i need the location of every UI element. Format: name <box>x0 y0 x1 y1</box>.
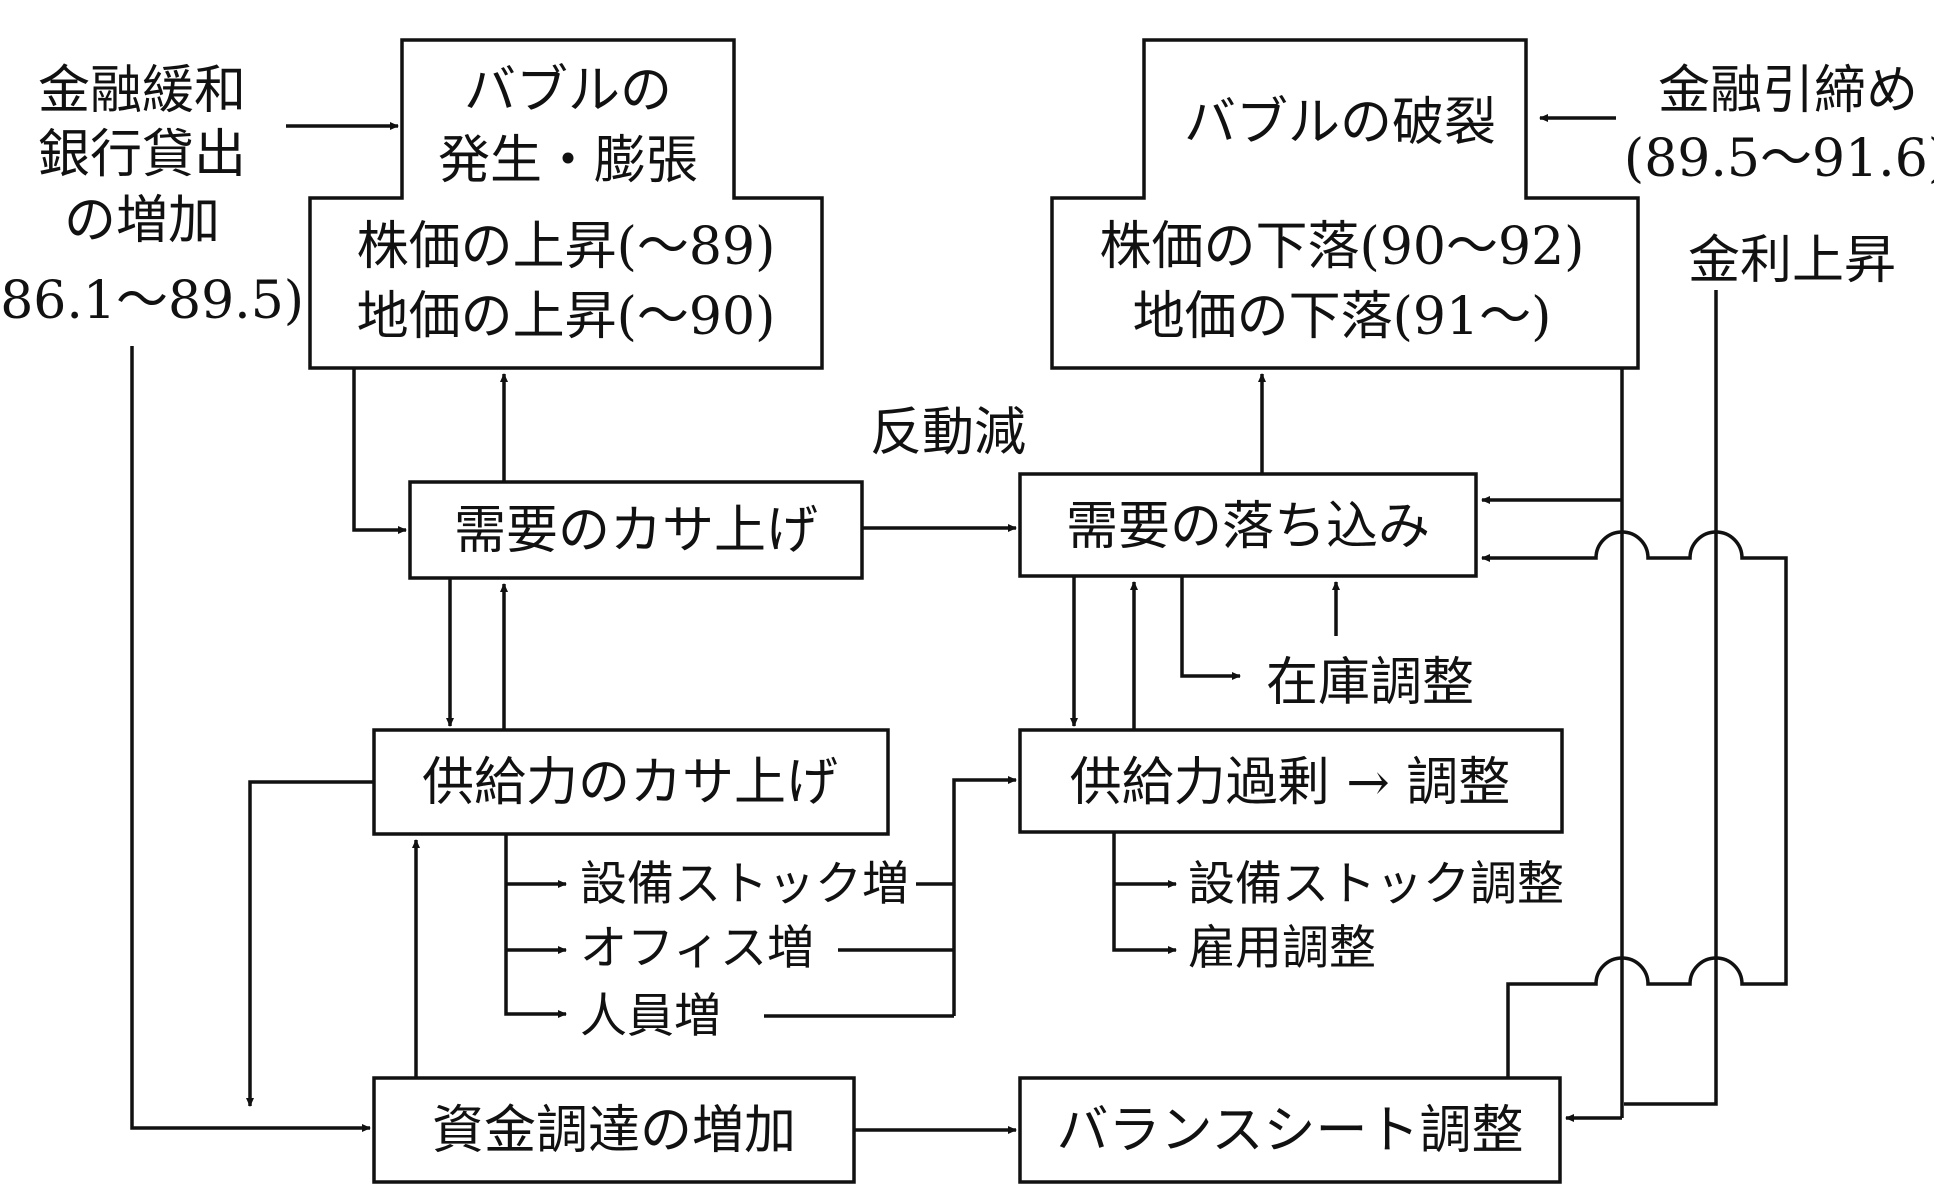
bubble-burst-title: バブルの破裂 <box>1184 93 1496 153</box>
oversupply-box: 供給力過剰 → 調整 <box>1018 728 1564 834</box>
capital-stock-increase-label: 設備ストック増 <box>580 857 909 912</box>
balance-to-demand-drop-loop <box>1481 530 1788 1078</box>
arrow-to-oversupply <box>952 776 1017 1016</box>
stock-price-fall: 株価の下落(90～92) <box>1100 217 1585 277</box>
fundraising-text: 資金調達の増加 <box>432 1101 796 1161</box>
supply-boost-text: 供給力のカサ上げ <box>422 753 838 813</box>
balance-sheet-text: バランスシート調整 <box>1057 1101 1524 1161</box>
easing-line-3: の増加 <box>64 191 220 251</box>
capital-stock-adjustment-label: 設備ストック調整 <box>1188 857 1564 912</box>
easing-line-1: 金融緩和 <box>38 61 246 121</box>
tightening-line-1: 金融引締め <box>1658 61 1918 121</box>
monetary-tightening-label: 金融引締め (89.5～91.6) <box>1624 61 1934 189</box>
arrow-easing-to-fundraising <box>130 346 371 1132</box>
supply-boost-box: 供給力のカサ上げ <box>372 728 890 836</box>
rebound-decline-label: 反動減 <box>870 403 1026 463</box>
interest-rate-line <box>1624 290 1718 1106</box>
bubble-burst-box: バブルの破裂 株価の下落(90～92) 地価の下落(91～) <box>1050 38 1640 370</box>
arrow-supply-to-fundraising <box>246 780 374 1107</box>
supply-branch-stem <box>504 834 567 1018</box>
land-price-fall: 地価の下落(91～) <box>1133 287 1552 347</box>
oversupply-branch-stem <box>1112 832 1177 954</box>
land-price-rise: 地価の上昇(～90) <box>357 287 776 347</box>
interest-rate-rise-label: 金利上昇 <box>1688 231 1896 291</box>
demand-boost-text: 需要のカサ上げ <box>454 501 818 561</box>
monetary-easing-label: 金融緩和 銀行貸出 の増加 (86.1～89.5) <box>0 61 304 331</box>
arrow-bubble-to-demand <box>352 368 407 534</box>
oversupply-text: 供給力過剰 → 調整 <box>1070 753 1511 813</box>
demand-boost-box: 需要のカサ上げ <box>408 480 864 580</box>
arrow-to-inventory-adjustment <box>1180 576 1241 680</box>
stock-price-rise: 株価の上昇(～89) <box>357 217 776 277</box>
easing-line-2: 銀行貸出 <box>38 125 246 185</box>
bubble-formation-title-1: バブルの <box>464 61 672 121</box>
connectors <box>130 114 1788 1134</box>
bubble-formation-box: バブルの 発生・膨張 株価の上昇(～89) 地価の上昇(～90) <box>308 38 824 370</box>
inventory-adjustment-label: 在庫調整 <box>1266 653 1474 713</box>
staff-increase-label: 人員増 <box>580 989 721 1044</box>
balance-sheet-box: バランスシート調整 <box>1018 1076 1562 1184</box>
easing-period: (86.1～89.5) <box>0 271 304 331</box>
bubble-formation-title-2: 発生・膨張 <box>438 131 698 191</box>
employment-adjustment-label: 雇用調整 <box>1188 921 1376 976</box>
demand-drop-text: 需要の落ち込み <box>1066 497 1430 557</box>
tightening-period: (89.5～91.6) <box>1624 129 1934 189</box>
demand-drop-box: 需要の落ち込み <box>1018 472 1478 578</box>
fundraising-box: 資金調達の増加 <box>372 1076 856 1184</box>
office-increase-label: オフィス増 <box>580 921 814 976</box>
